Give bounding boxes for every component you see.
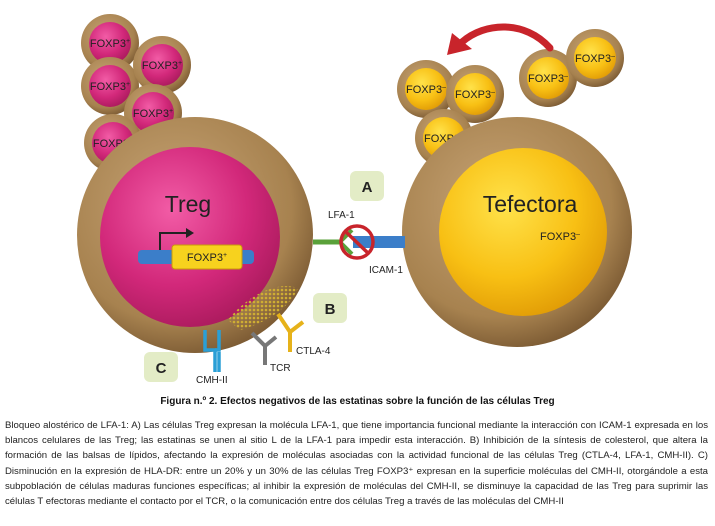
- lipid-raft: [228, 286, 298, 330]
- small-cell-positive-3-text: FOXP3: [142, 60, 178, 72]
- transcription-arrow-head: [186, 228, 194, 238]
- small-cell-negative-5-sup: –: [611, 53, 615, 60]
- svg-text:FOXP3–: FOXP3–: [540, 231, 580, 243]
- svg-text:FOXP3–: FOXP3–: [455, 89, 495, 101]
- ctla4-label: CTLA-4: [296, 346, 331, 357]
- svg-text:FOXP3+: FOXP3+: [90, 38, 130, 50]
- tefectora-foxp3-text: FOXP3: [540, 231, 576, 243]
- marker-b: B: [313, 293, 347, 323]
- small-cell-negative-4-text: FOXP3: [528, 73, 564, 85]
- marker-c-label: C: [156, 360, 167, 377]
- small-cell-positive-1: FOXP3+: [81, 14, 139, 72]
- marker-a-label: A: [362, 179, 373, 196]
- small-cell-negative-1-text: FOXP3: [406, 84, 442, 96]
- small-cell-negative-5: FOXP3–: [566, 29, 624, 87]
- small-cell-negative-4-sup: –: [564, 73, 568, 80]
- small-cell-positive-3: FOXP3+: [133, 36, 191, 94]
- tcr-receptor: [250, 331, 278, 365]
- small-cell-positive-1-text: FOXP3: [90, 38, 126, 50]
- marker-b-label: B: [325, 301, 336, 318]
- figure-description: Bloqueo alostérico de LFA-1: A) Las célu…: [5, 420, 708, 508]
- svg-text:FOXP3+: FOXP3+: [142, 60, 182, 72]
- treg-label: Treg: [165, 191, 211, 217]
- small-cell-negative-2: FOXP3–: [446, 65, 504, 123]
- svg-text:FOXP3+: FOXP3+: [90, 81, 130, 93]
- figure-caption: Figura n.º 2. Efectos negativos de las e…: [160, 396, 555, 407]
- small-cell-positive-4-sup: +: [169, 108, 173, 115]
- treg-cell: Treg FOXP3+: [77, 117, 313, 353]
- foxp3-gene-sup: +: [223, 252, 227, 259]
- transcription-arrow: [159, 232, 186, 250]
- marker-c: C: [144, 352, 178, 382]
- tefectora-label: Tefectora: [483, 191, 578, 217]
- small-cell-negative-1: FOXP3–: [397, 60, 455, 118]
- block-symbol: [339, 224, 375, 260]
- svg-text:FOXP3–: FOXP3–: [528, 73, 568, 85]
- small-cell-positive-2-sup: +: [126, 81, 130, 88]
- svg-text:FOXP3+: FOXP3+: [133, 108, 173, 120]
- small-cell-negative-4: FOXP3–: [519, 49, 577, 107]
- small-cell-negative-2-text: FOXP3: [455, 89, 491, 101]
- small-cell-negative-1-sup: –: [442, 84, 446, 91]
- curved-arrow: [447, 23, 554, 55]
- tefectora-cell: Tefectora FOXP3–: [402, 117, 632, 347]
- cmh-receptor: [203, 330, 221, 372]
- diagram: FOXP3+ FOXP3+ FOXP3+ FOXP3+: [77, 14, 632, 386]
- small-cell-positive-4-text: FOXP3: [133, 108, 169, 120]
- svg-text:FOXP3–: FOXP3–: [575, 53, 615, 65]
- marker-a: A: [350, 171, 384, 201]
- svg-text:FOXP3+: FOXP3+: [187, 252, 227, 264]
- tefectora-foxp3-sup: –: [576, 231, 580, 238]
- small-cell-positive-3-sup: +: [178, 60, 182, 67]
- small-cell-positive-2-text: FOXP3: [90, 81, 126, 93]
- small-cell-negative-5-text: FOXP3: [575, 53, 611, 65]
- small-cell-negative-2-sup: –: [491, 89, 495, 96]
- small-cell-positive-1-sup: +: [126, 38, 130, 45]
- ctla4-receptor: [276, 312, 305, 352]
- small-cell-positive-2: FOXP3+: [81, 57, 139, 115]
- foxp3-gene-text: FOXP3: [187, 252, 223, 264]
- lfa1-label: LFA-1: [328, 210, 355, 221]
- foxp3-gene-box: [171, 244, 243, 270]
- tcr-label: TCR: [270, 363, 291, 374]
- icam1-receptor: [353, 236, 405, 248]
- icam1-label: ICAM-1: [369, 265, 403, 276]
- svg-text:FOXP3–: FOXP3–: [406, 84, 446, 96]
- cmh-label: CMH-II: [196, 375, 228, 386]
